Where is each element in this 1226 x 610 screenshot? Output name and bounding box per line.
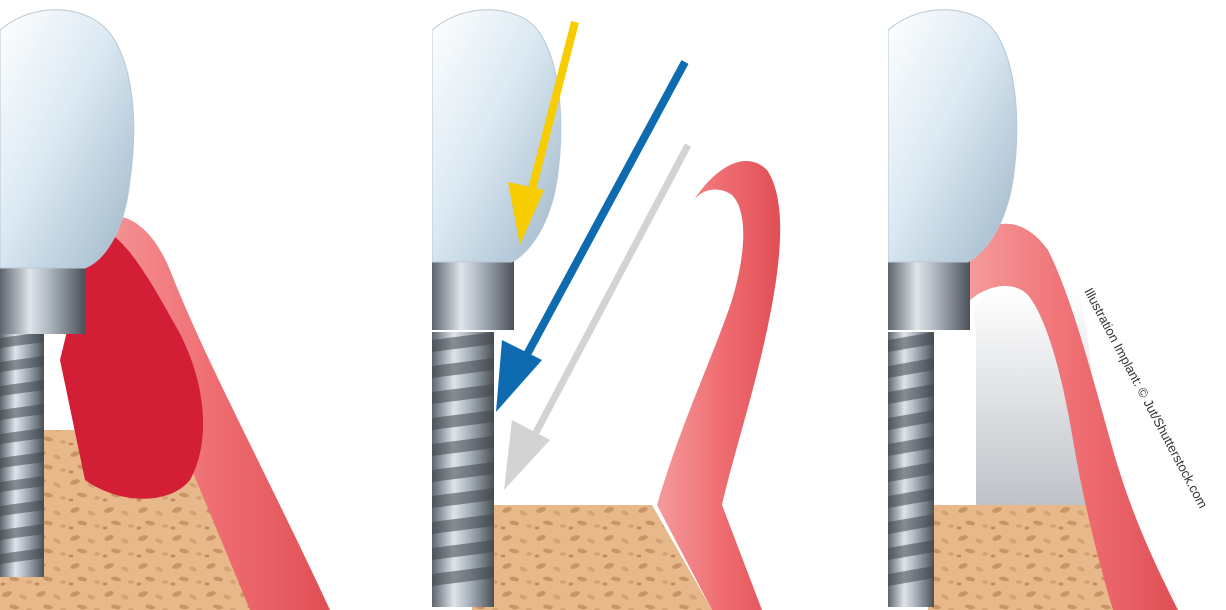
implant-screw xyxy=(0,332,44,577)
panel-inflamed-gum xyxy=(0,0,342,610)
gum xyxy=(657,161,780,610)
crown xyxy=(888,10,1017,262)
implant-abutment xyxy=(0,262,85,334)
implant-abutment xyxy=(432,258,514,330)
crown xyxy=(0,10,134,268)
implant-abutment xyxy=(888,258,970,330)
implant-screw xyxy=(888,332,934,607)
panel-bone-loss-arrows xyxy=(432,0,798,610)
crown xyxy=(432,10,561,262)
panel-receded-gum xyxy=(888,0,1226,610)
implant-screw xyxy=(432,332,494,607)
